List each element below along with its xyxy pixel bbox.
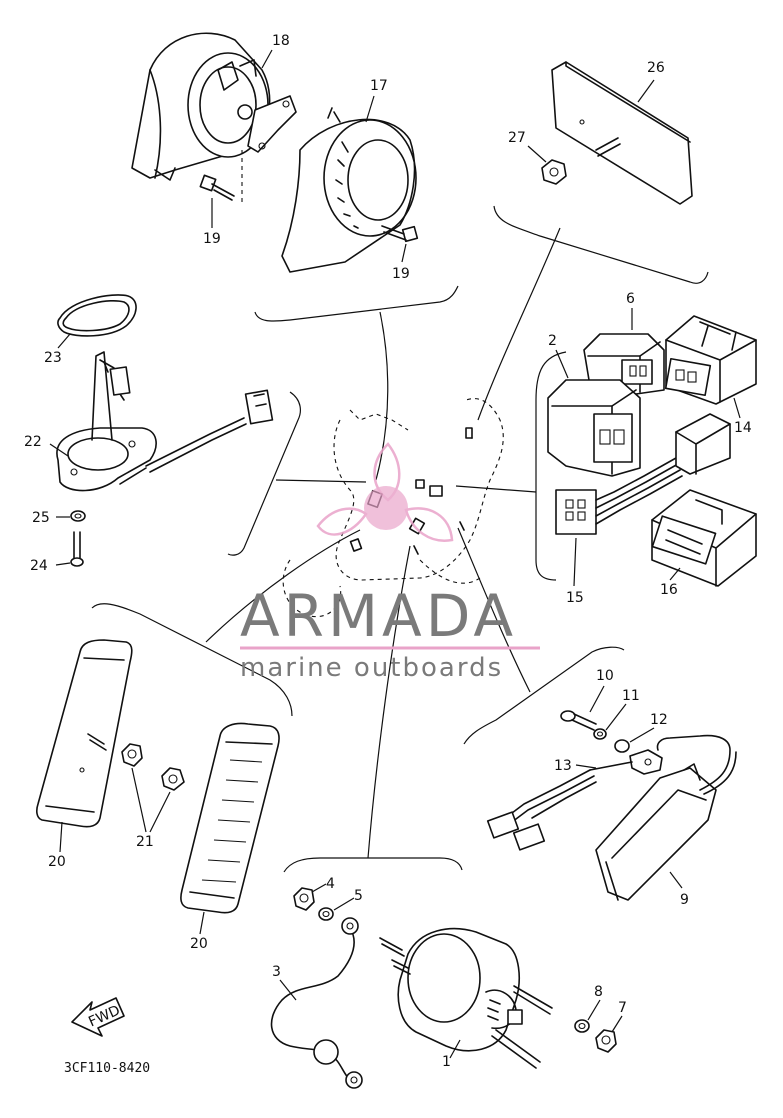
reflector-group-bracket — [493, 205, 709, 284]
leader-to-reflectors-20 — [205, 529, 361, 643]
starter-group-bracket — [283, 857, 463, 873]
bolt-19-left: 19 — [199, 174, 235, 247]
callout-3: 3 — [272, 964, 281, 980]
watermark: ARMADA marine outboards — [240, 442, 540, 683]
reflector-20-left: 20 — [36, 639, 133, 870]
watermark-brand: ARMADA — [240, 582, 517, 650]
callout-20-right: 20 — [190, 936, 208, 952]
callout-7: 7 — [618, 1000, 627, 1016]
callout-12: 12 — [650, 712, 668, 728]
callout-21: 21 — [136, 834, 154, 850]
diagram-code: 3CF110-8420 — [64, 1061, 150, 1076]
rectifier-group-bracket — [463, 646, 625, 745]
horn-18: 18 — [131, 32, 297, 205]
callout-20-left: 20 — [48, 854, 66, 870]
leader-to-horns — [375, 311, 389, 481]
horn-group-bracket — [254, 285, 459, 322]
reflector20-group-bracket — [91, 603, 293, 717]
horn-17: 17 — [281, 78, 417, 273]
starter-solenoid-1: 1 — [379, 927, 553, 1070]
reflector-26: 26 — [551, 60, 693, 205]
callout-16: 16 — [660, 582, 678, 598]
nut-7: 7 — [595, 1000, 627, 1053]
callout-11: 11 — [622, 688, 640, 704]
callout-1: 1 — [442, 1054, 451, 1070]
callout-24: 24 — [30, 558, 48, 574]
nut-27: 27 — [508, 130, 567, 185]
callout-15: 15 — [566, 590, 584, 606]
leader-to-sender — [275, 479, 367, 483]
fwd-arrow: FWD — [71, 997, 125, 1037]
leader-to-relays — [455, 485, 537, 493]
callout-25: 25 — [32, 510, 50, 526]
watermark-tagline: marine outboards — [240, 653, 503, 683]
bolt-19-right: 19 — [381, 225, 419, 282]
bracket-13: 13 — [554, 749, 663, 775]
callout-5: 5 — [354, 888, 363, 904]
callout-8: 8 — [594, 984, 603, 1000]
fuel-sender-22: 22 — [24, 351, 274, 492]
washer-8: 8 — [574, 984, 603, 1033]
callout-13: 13 — [554, 758, 572, 774]
sender-group-bracket — [227, 391, 301, 556]
callout-4: 4 — [326, 876, 335, 892]
bolt-10: 10 — [560, 668, 614, 731]
callout-27: 27 — [508, 130, 526, 146]
leader-to-reflector — [477, 227, 561, 421]
callout-19-left: 19 — [203, 231, 221, 247]
callout-23: 23 — [44, 350, 62, 366]
nut-21: 21 — [121, 743, 185, 850]
callout-17: 17 — [370, 78, 388, 94]
callout-6: 6 — [626, 291, 635, 307]
gasket-23: 23 — [44, 294, 137, 366]
washer-5: 5 — [318, 888, 363, 921]
callout-18: 18 — [272, 33, 290, 49]
callout-19-right: 19 — [392, 266, 410, 282]
screw-24: 24 — [30, 531, 84, 574]
nut-4: 4 — [293, 876, 335, 911]
callout-9: 9 — [680, 892, 689, 908]
collar-12: 12 — [614, 712, 668, 753]
relay-2: 2 — [547, 333, 641, 477]
watermark-propeller-logo — [316, 442, 454, 542]
callout-14: 14 — [734, 420, 752, 436]
harness-15: 15 — [555, 413, 731, 606]
washer-25: 25 — [32, 510, 86, 526]
relay-6: 6 — [583, 291, 665, 395]
unit-14: 14 — [664, 315, 757, 436]
washer-11: 11 — [593, 688, 640, 740]
callout-2: 2 — [548, 333, 557, 349]
callout-26: 26 — [647, 60, 665, 76]
relay-group-bracket — [535, 351, 567, 581]
rectifier-9: 9 — [486, 734, 737, 908]
relay-16: 16 — [651, 489, 757, 598]
leader-to-starter — [367, 545, 411, 859]
lead-3: 3 — [270, 917, 363, 1089]
callout-22: 22 — [24, 434, 42, 450]
leader-to-rectifier — [457, 527, 531, 693]
reflector-20-right: 20 — [180, 722, 280, 952]
callout-10: 10 — [596, 668, 614, 684]
fwd-label: FWD — [86, 1002, 122, 1030]
